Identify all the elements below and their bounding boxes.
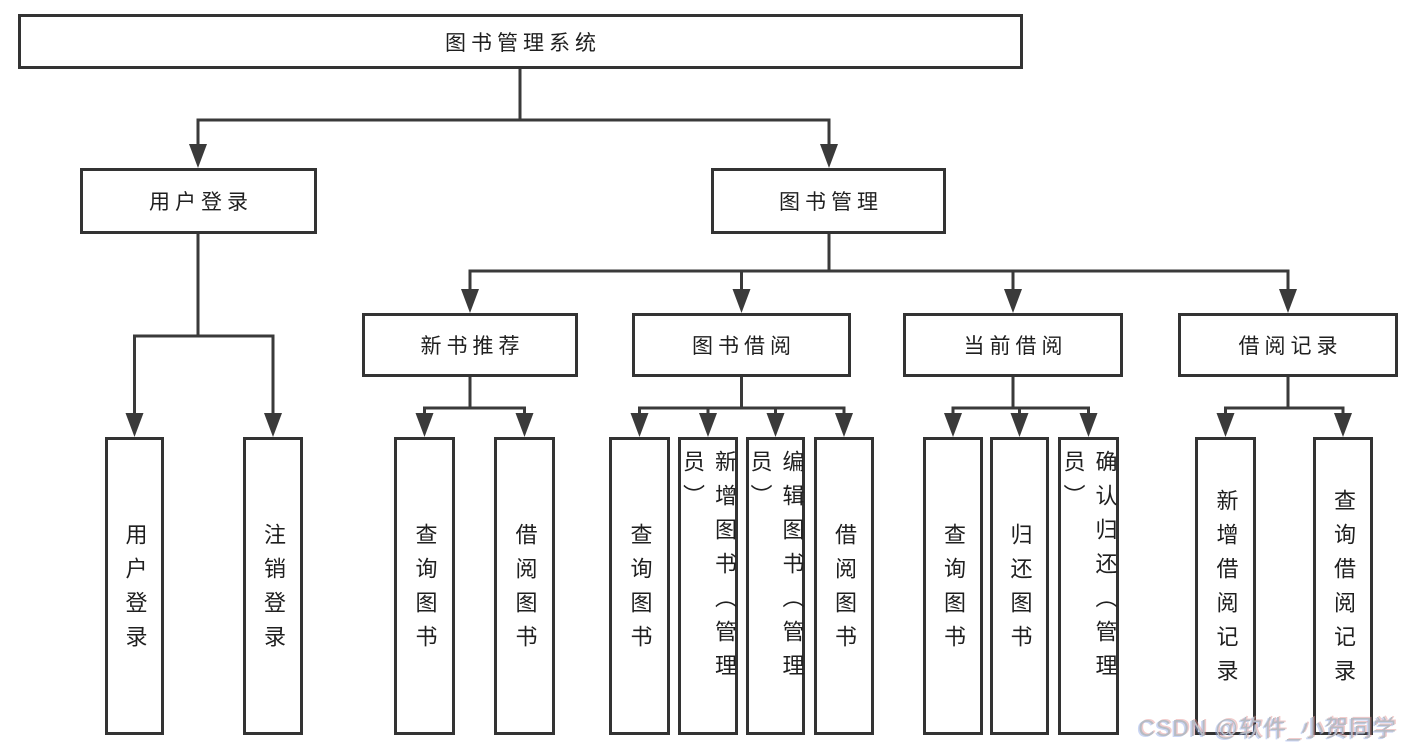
node-library-management-system: 图书管理系统: [18, 14, 1023, 69]
node-book-management: 图书管理: [711, 168, 946, 234]
node-return-books: 归还图书: [990, 437, 1049, 735]
node-new-book-recommendation: 新书推荐: [362, 313, 578, 377]
node-add-borrow-record: 新增借阅记录: [1195, 437, 1256, 735]
node-query-books-borrowing: 查询图书: [609, 437, 670, 735]
node-user-login: 用户登录: [80, 168, 317, 234]
node-logout-leaf: 注销登录: [243, 437, 303, 735]
csdn-watermark: CSDN @软件_小贺同学: [1138, 715, 1397, 741]
node-borrowing-records: 借阅记录: [1178, 313, 1398, 377]
node-edit-books-admin: 编辑图书（管理员）: [746, 437, 805, 735]
node-query-borrow-record: 查询借阅记录: [1313, 437, 1373, 735]
node-confirm-return-admin: 确认归还（管理员）: [1058, 437, 1119, 735]
node-book-borrowing: 图书借阅: [632, 313, 851, 377]
node-user-login-leaf: 用户登录: [105, 437, 164, 735]
node-borrow-books-borrowing: 借阅图书: [814, 437, 874, 735]
node-add-books-admin: 新增图书（管理员）: [678, 437, 738, 735]
node-query-books-current: 查询图书: [923, 437, 983, 735]
node-current-borrowing: 当前借阅: [903, 313, 1123, 377]
node-borrow-books-recommend: 借阅图书: [494, 437, 555, 735]
node-query-books-recommend: 查询图书: [394, 437, 455, 735]
